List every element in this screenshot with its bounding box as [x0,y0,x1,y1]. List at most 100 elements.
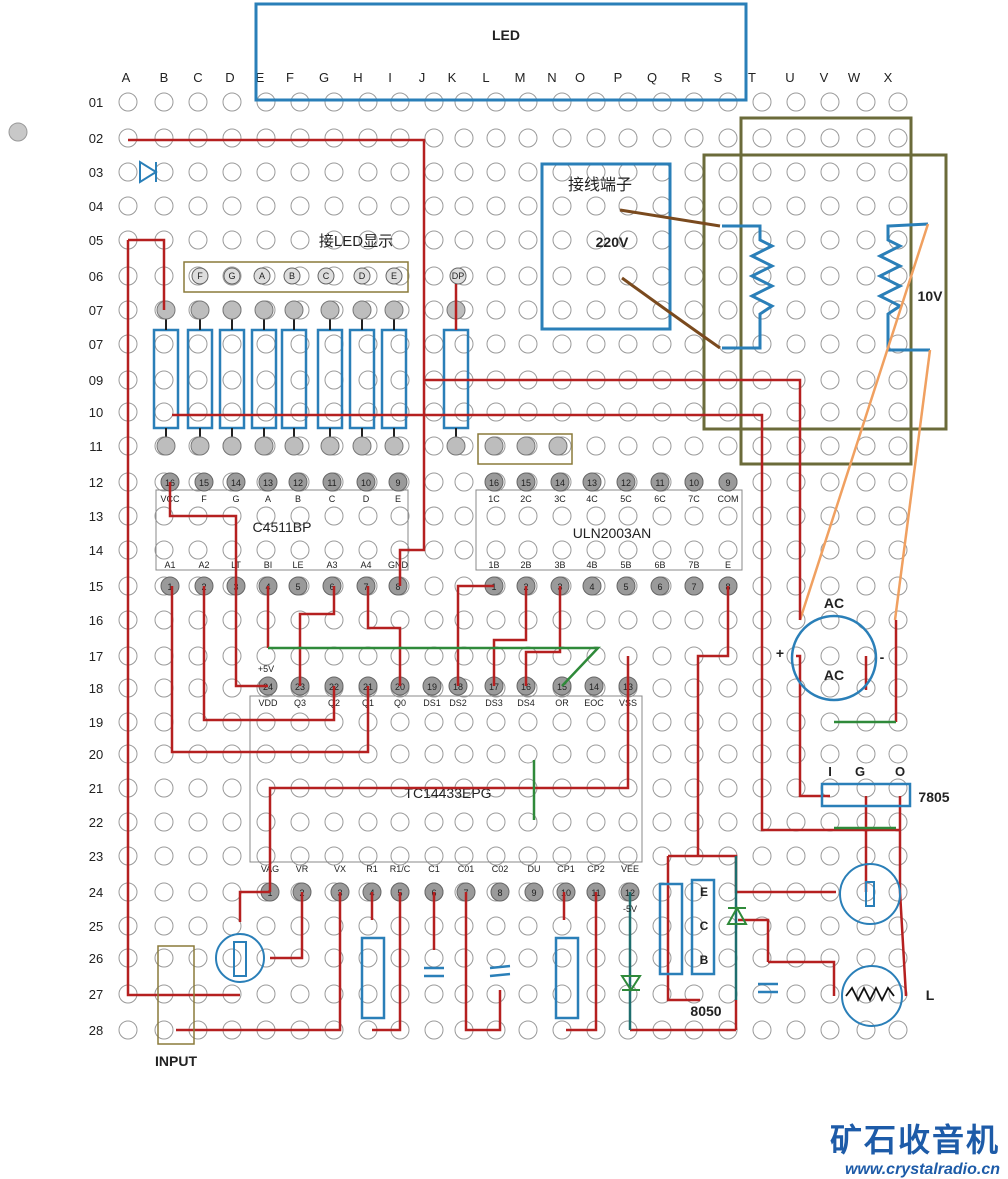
breadboard-hole [454,812,474,832]
breadboard-hole [188,92,208,112]
breadboard-hole [718,678,738,698]
tc14433-top-pin [422,676,442,696]
segment-header-label: E [391,271,397,281]
breadboard-hole [652,266,672,286]
c4511-top-pin-number: 14 [231,478,241,488]
breadboard-hole [684,812,704,832]
breadboard-hole [684,266,704,286]
row-label: 26 [89,951,103,966]
row-label: 01 [89,95,103,110]
breadboard-hole [518,984,538,1004]
breadboard-hole [684,230,704,250]
breadboard-hole [820,778,840,798]
breadboard-hole [820,984,840,1004]
q8050-label: 8050 [690,1003,721,1019]
breadboard-hole [718,436,738,456]
breadboard-hole [786,812,806,832]
segment-header-label: C [323,271,330,281]
breadboard-hole [256,402,276,422]
breadboard-hole [290,196,310,216]
breadboard-hole [820,436,840,456]
breadboard-hole [752,92,772,112]
breadboard-hole [154,916,174,936]
breadboard-hole [518,230,538,250]
tc14433-top-pin-number: 20 [395,682,405,692]
breadboard-hole [256,540,276,560]
row-label: 28 [89,1023,103,1038]
breadboard-hole [752,948,772,968]
breadboard-hole [820,846,840,866]
mains-wire-1 [619,208,721,228]
c4511-top-pin-name: F [201,494,207,504]
breadboard-hole [518,196,538,216]
breadboard-hole [820,678,840,698]
breadboard-hole [618,916,638,936]
breadboard-hole [358,948,378,968]
segment-header-pin [223,267,241,285]
uln-bottom-pin-name: 6B [654,560,665,570]
breadboard-hole [652,712,672,732]
breadboard-hole [718,744,738,764]
breadboard-hole [486,230,506,250]
breadboard-hole [424,744,444,764]
breadboard-hole [358,334,378,354]
breadboard-hole [652,984,672,1004]
row-label: 23 [89,849,103,864]
breadboard-hole [222,778,242,798]
breadboard-hole [424,402,444,422]
breadboard-hole [652,812,672,832]
breadboard-hole [888,916,908,936]
column-label: R [681,70,690,85]
tc14433-bottom-pin [556,882,576,902]
breadboard-hole [118,162,138,182]
breadboard-hole [188,610,208,630]
uln-top-pin [616,472,636,492]
breadboard-hole [856,370,876,390]
breadboard-hole [820,370,840,390]
uln-header-box [477,433,573,465]
breadboard-hole [154,948,174,968]
breadboard-hole [786,300,806,320]
breadboard-hole [424,812,444,832]
breadboard-hole [518,846,538,866]
breadboard-hole [486,540,506,560]
breadboard-hole [552,196,572,216]
breadboard-hole [652,196,672,216]
tc14433-bottom-pin-number: 9 [531,888,536,898]
breadboard-hole [586,402,606,422]
breadboard-hole [856,128,876,148]
breadboard-hole [424,128,444,148]
breadboard-hole [888,678,908,698]
breadboard-hole [618,506,638,526]
breadboard-hole [188,812,208,832]
column-label: C [193,70,202,85]
reg-7805-label: 7805 [918,789,949,805]
breadboard-hole [324,370,344,390]
tc14433-top-pin-number: 19 [427,682,437,692]
breadboard-hole [684,712,704,732]
breadboard-hole [222,162,242,182]
breadboard-hole [222,230,242,250]
breadboard-hole [786,506,806,526]
breadboard-hole [786,948,806,968]
breadboard-hole [552,744,572,764]
breadboard-hole [586,436,606,456]
breadboard-hole [256,812,276,832]
breadboard-hole [454,402,474,422]
breadboard-hole [256,370,276,390]
tc14433-bottom-pin-name: C1 [428,864,440,874]
reg-i: I [828,764,832,779]
breadboard-hole [390,334,410,354]
breadboard-hole [752,846,772,866]
uln-top-pin-name: 6C [654,494,666,504]
c4511-name: C4511BP [253,519,312,535]
breadboard-hole [786,846,806,866]
breadboard-hole [390,712,410,732]
breadboard-hole [820,266,840,286]
uln-bottom-pin [684,576,704,596]
breadboard-hole [222,846,242,866]
breadboard-hole [188,744,208,764]
breadboard-hole [552,266,572,286]
breadboard-hole [586,610,606,630]
c4511-bottom-pin-number: 8 [395,582,400,592]
